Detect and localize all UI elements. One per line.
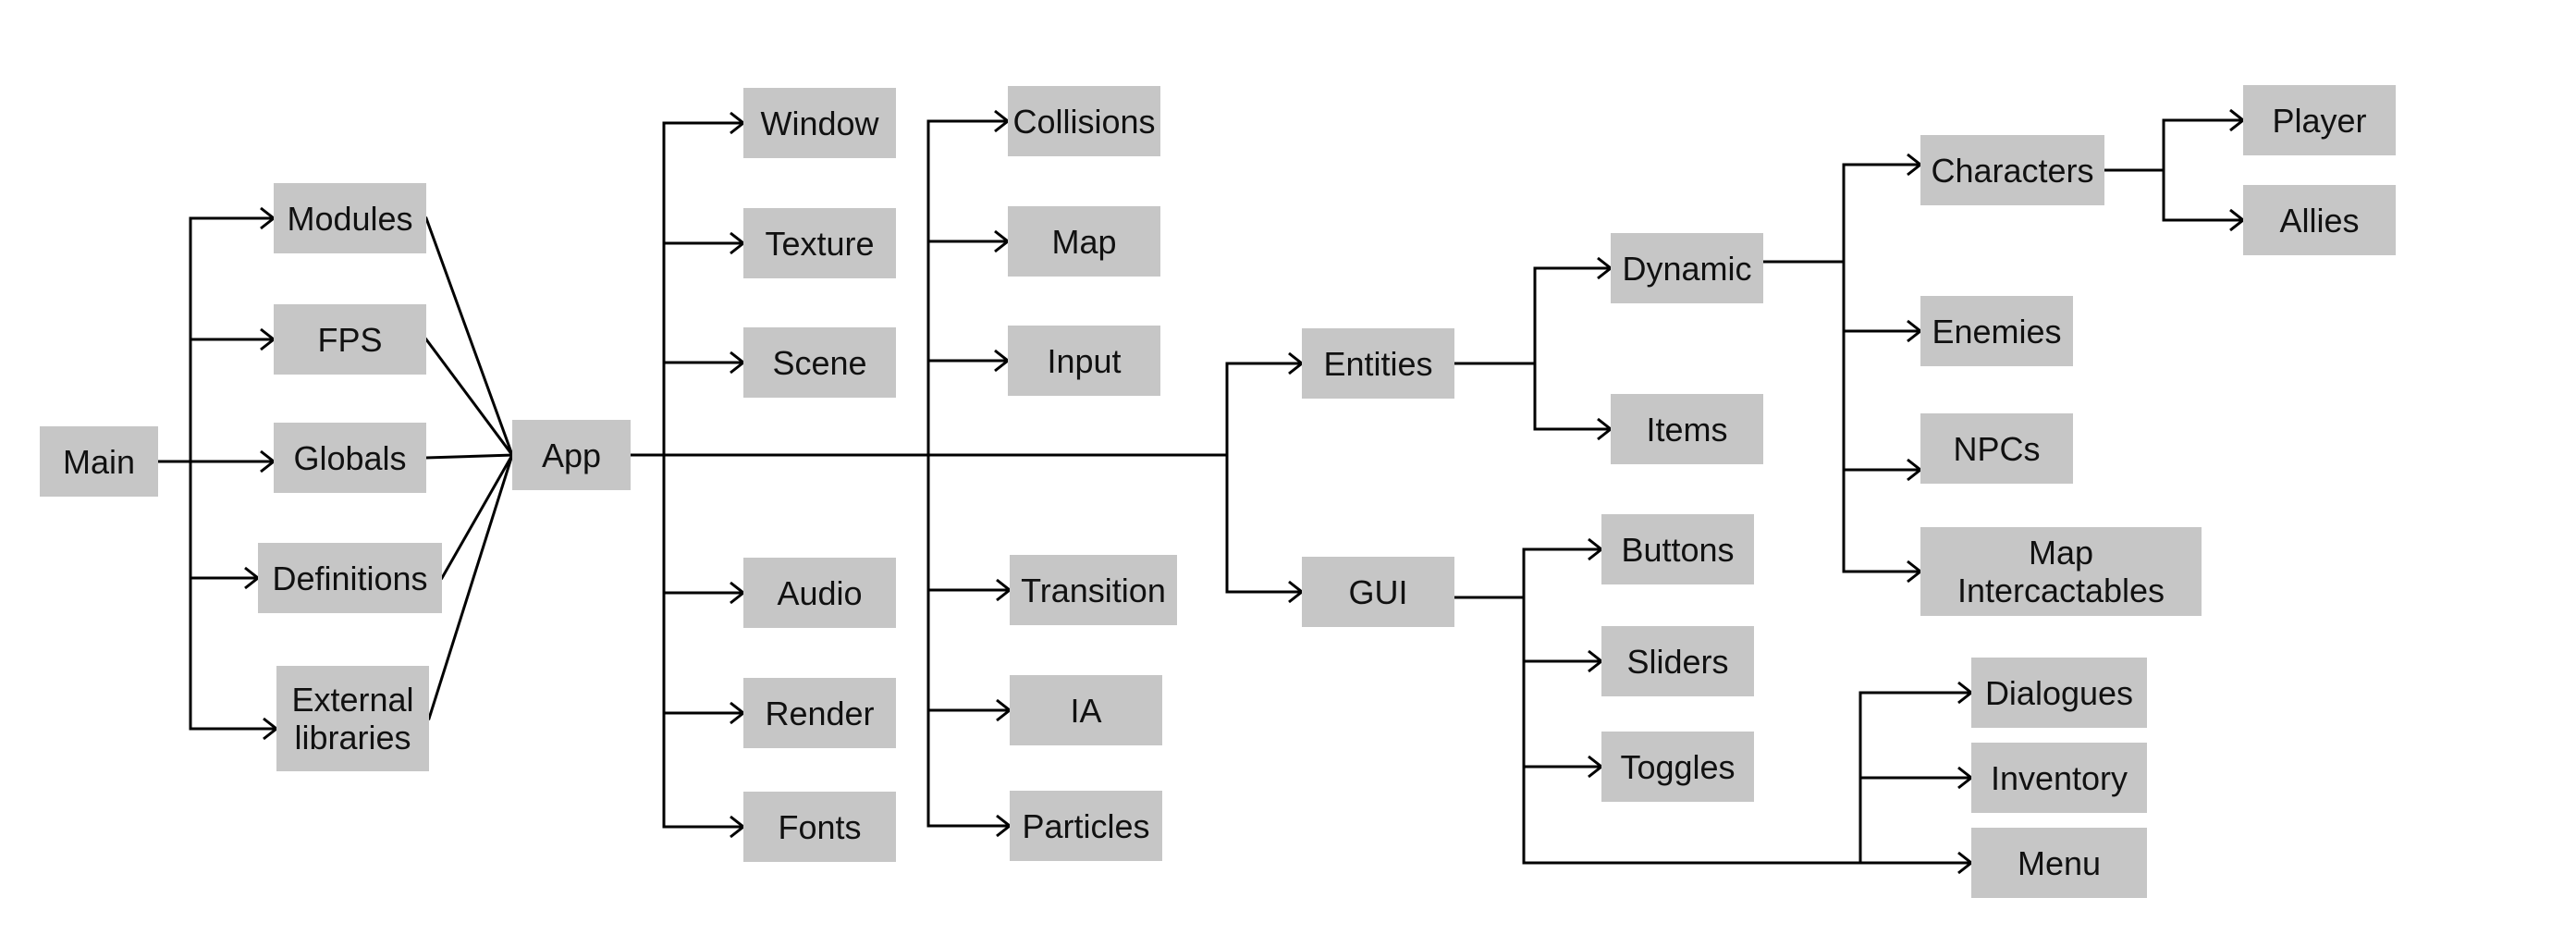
node-buttons: Buttons xyxy=(1601,514,1754,584)
node-menu: Menu xyxy=(1971,828,2147,898)
node-items: Items xyxy=(1611,394,1763,464)
node-collisions: Collisions xyxy=(1008,86,1160,156)
node-window: Window xyxy=(743,88,896,158)
node-gui: GUI xyxy=(1302,557,1454,627)
node-toggles: Toggles xyxy=(1601,732,1754,802)
connector-line xyxy=(439,452,515,581)
node-allies: Allies xyxy=(2243,185,2396,255)
node-transition: Transition xyxy=(1010,555,1177,625)
connector-line xyxy=(424,453,514,460)
node-modules: Modules xyxy=(274,183,426,253)
node-fonts: Fonts xyxy=(743,792,896,862)
connector-line xyxy=(423,337,515,458)
node-app: App xyxy=(512,420,631,490)
node-definitions: Definitions xyxy=(258,543,442,613)
node-map: Map xyxy=(1008,206,1160,277)
connector-line xyxy=(424,216,514,457)
node-texture: Texture xyxy=(743,208,896,278)
node-characters: Characters xyxy=(1920,135,2104,205)
node-particles: Particles xyxy=(1010,791,1162,861)
node-entities: Entities xyxy=(1302,328,1454,399)
node-npcs: NPCs xyxy=(1920,413,2073,484)
node-fps: FPS xyxy=(274,304,426,375)
node-enemies: Enemies xyxy=(1920,296,2073,366)
node-dialogues: Dialogues xyxy=(1971,658,2147,728)
node-scene: Scene xyxy=(743,327,896,398)
node-main: Main xyxy=(40,426,158,497)
node-sliders: Sliders xyxy=(1601,626,1754,696)
node-render: Render xyxy=(743,678,896,748)
node-external-libraries: External libraries xyxy=(276,666,429,771)
node-player: Player xyxy=(2243,85,2396,155)
node-globals: Globals xyxy=(274,423,426,493)
node-dynamic: Dynamic xyxy=(1611,233,1763,303)
node-map-intercactables: Map Intercactables xyxy=(1920,527,2202,616)
node-input: Input xyxy=(1008,326,1160,396)
connector-line xyxy=(427,453,514,720)
node-inventory: Inventory xyxy=(1971,743,2147,813)
node-audio: Audio xyxy=(743,558,896,628)
node-ia: IA xyxy=(1010,675,1162,745)
